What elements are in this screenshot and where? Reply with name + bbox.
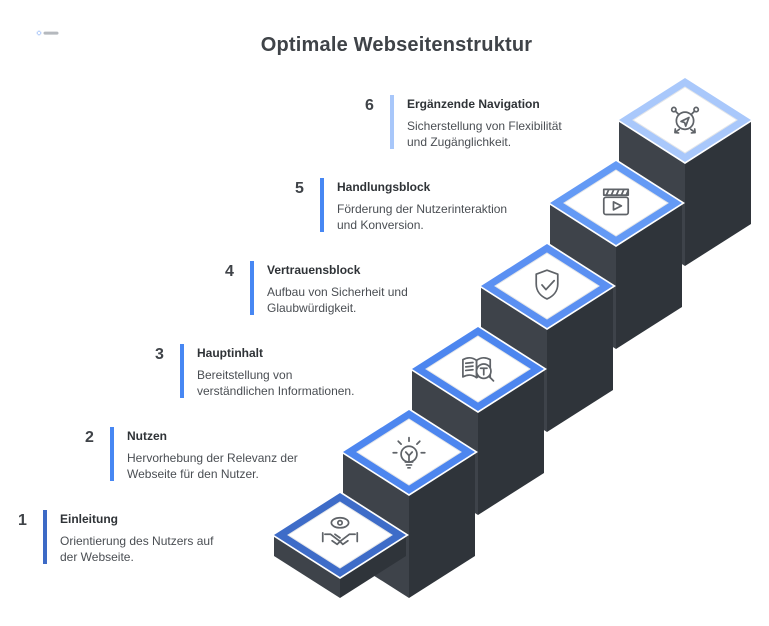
step-item-1: 1 Einleitung Orientierung des Nutzers au… xyxy=(18,510,272,565)
step-side-right xyxy=(409,452,475,598)
brand-logo xyxy=(35,29,59,37)
step-accent-bar xyxy=(390,95,394,149)
step-item-5: 5 Handlungsblock Förderung der Nutzerint… xyxy=(295,178,549,233)
step-side-right xyxy=(685,120,751,266)
step-item-2: 2 Nutzen Hervorhebung der Relevanz der W… xyxy=(85,427,339,482)
step-side-right xyxy=(478,369,544,515)
step-accent-bar xyxy=(180,344,184,398)
step-number: 5 xyxy=(295,180,304,197)
step-top-face xyxy=(494,252,600,320)
step-description: Aufbau von Sicherheit und Glaubwürdigkei… xyxy=(267,285,408,315)
step-title: Hauptinhalt xyxy=(197,346,263,360)
navigation-share-icon xyxy=(670,106,700,134)
step-accent-bar xyxy=(43,510,47,564)
page-title: Optimale Webseitenstruktur xyxy=(260,34,533,56)
step-accent-bar xyxy=(250,261,254,315)
step-number: 1 xyxy=(18,512,27,529)
step-title: Einleitung xyxy=(60,512,118,526)
step-title: Ergänzende Navigation xyxy=(407,97,540,111)
step-number: 3 xyxy=(155,346,164,363)
book-search-icon xyxy=(462,356,495,382)
step-side-right xyxy=(547,286,613,432)
step-accent-bar xyxy=(110,427,114,481)
shield-check-icon xyxy=(535,269,559,300)
step-description: Hervorhebung der Relevanz der Webseite f… xyxy=(127,451,298,481)
step-description: Förderung der Nutzerinteraktion und Konv… xyxy=(337,202,508,232)
step-side-left xyxy=(274,535,340,598)
step-number: 6 xyxy=(365,97,374,114)
step-accent-bar xyxy=(320,178,324,232)
step-platform-6 xyxy=(616,76,754,266)
step-description: Orientierung des Nutzers auf der Webseit… xyxy=(60,534,214,564)
step-side-right xyxy=(616,203,682,349)
lightbulb-icon xyxy=(392,436,426,469)
step-item-3: 3 Hauptinhalt Bereitstellung von verstän… xyxy=(155,344,409,399)
step-title: Nutzen xyxy=(127,429,167,443)
step-description: Sicherstellung von Flexibilität und Zugä… xyxy=(407,119,562,149)
step-platform-2 xyxy=(340,408,478,598)
step-title: Vertrauensblock xyxy=(267,263,361,277)
step-side-right xyxy=(340,535,406,598)
brand-logo-mark xyxy=(35,29,59,37)
step-number: 2 xyxy=(85,429,94,446)
video-player-icon xyxy=(602,188,630,216)
step-description: Bereitstellung von verständlichen Inform… xyxy=(197,368,355,398)
step-top-face xyxy=(287,501,393,569)
step-title: Handlungsblock xyxy=(337,180,431,194)
eye-handshake-icon xyxy=(321,516,359,546)
step-platform-1 xyxy=(271,491,409,598)
step-number: 4 xyxy=(225,263,234,280)
step-item-6: 6 Ergänzende Navigation Sicherstellung v… xyxy=(365,95,619,150)
step-top-face xyxy=(356,418,462,486)
step-item-4: 4 Vertrauensblock Aufbau von Sicherheit … xyxy=(225,261,479,316)
